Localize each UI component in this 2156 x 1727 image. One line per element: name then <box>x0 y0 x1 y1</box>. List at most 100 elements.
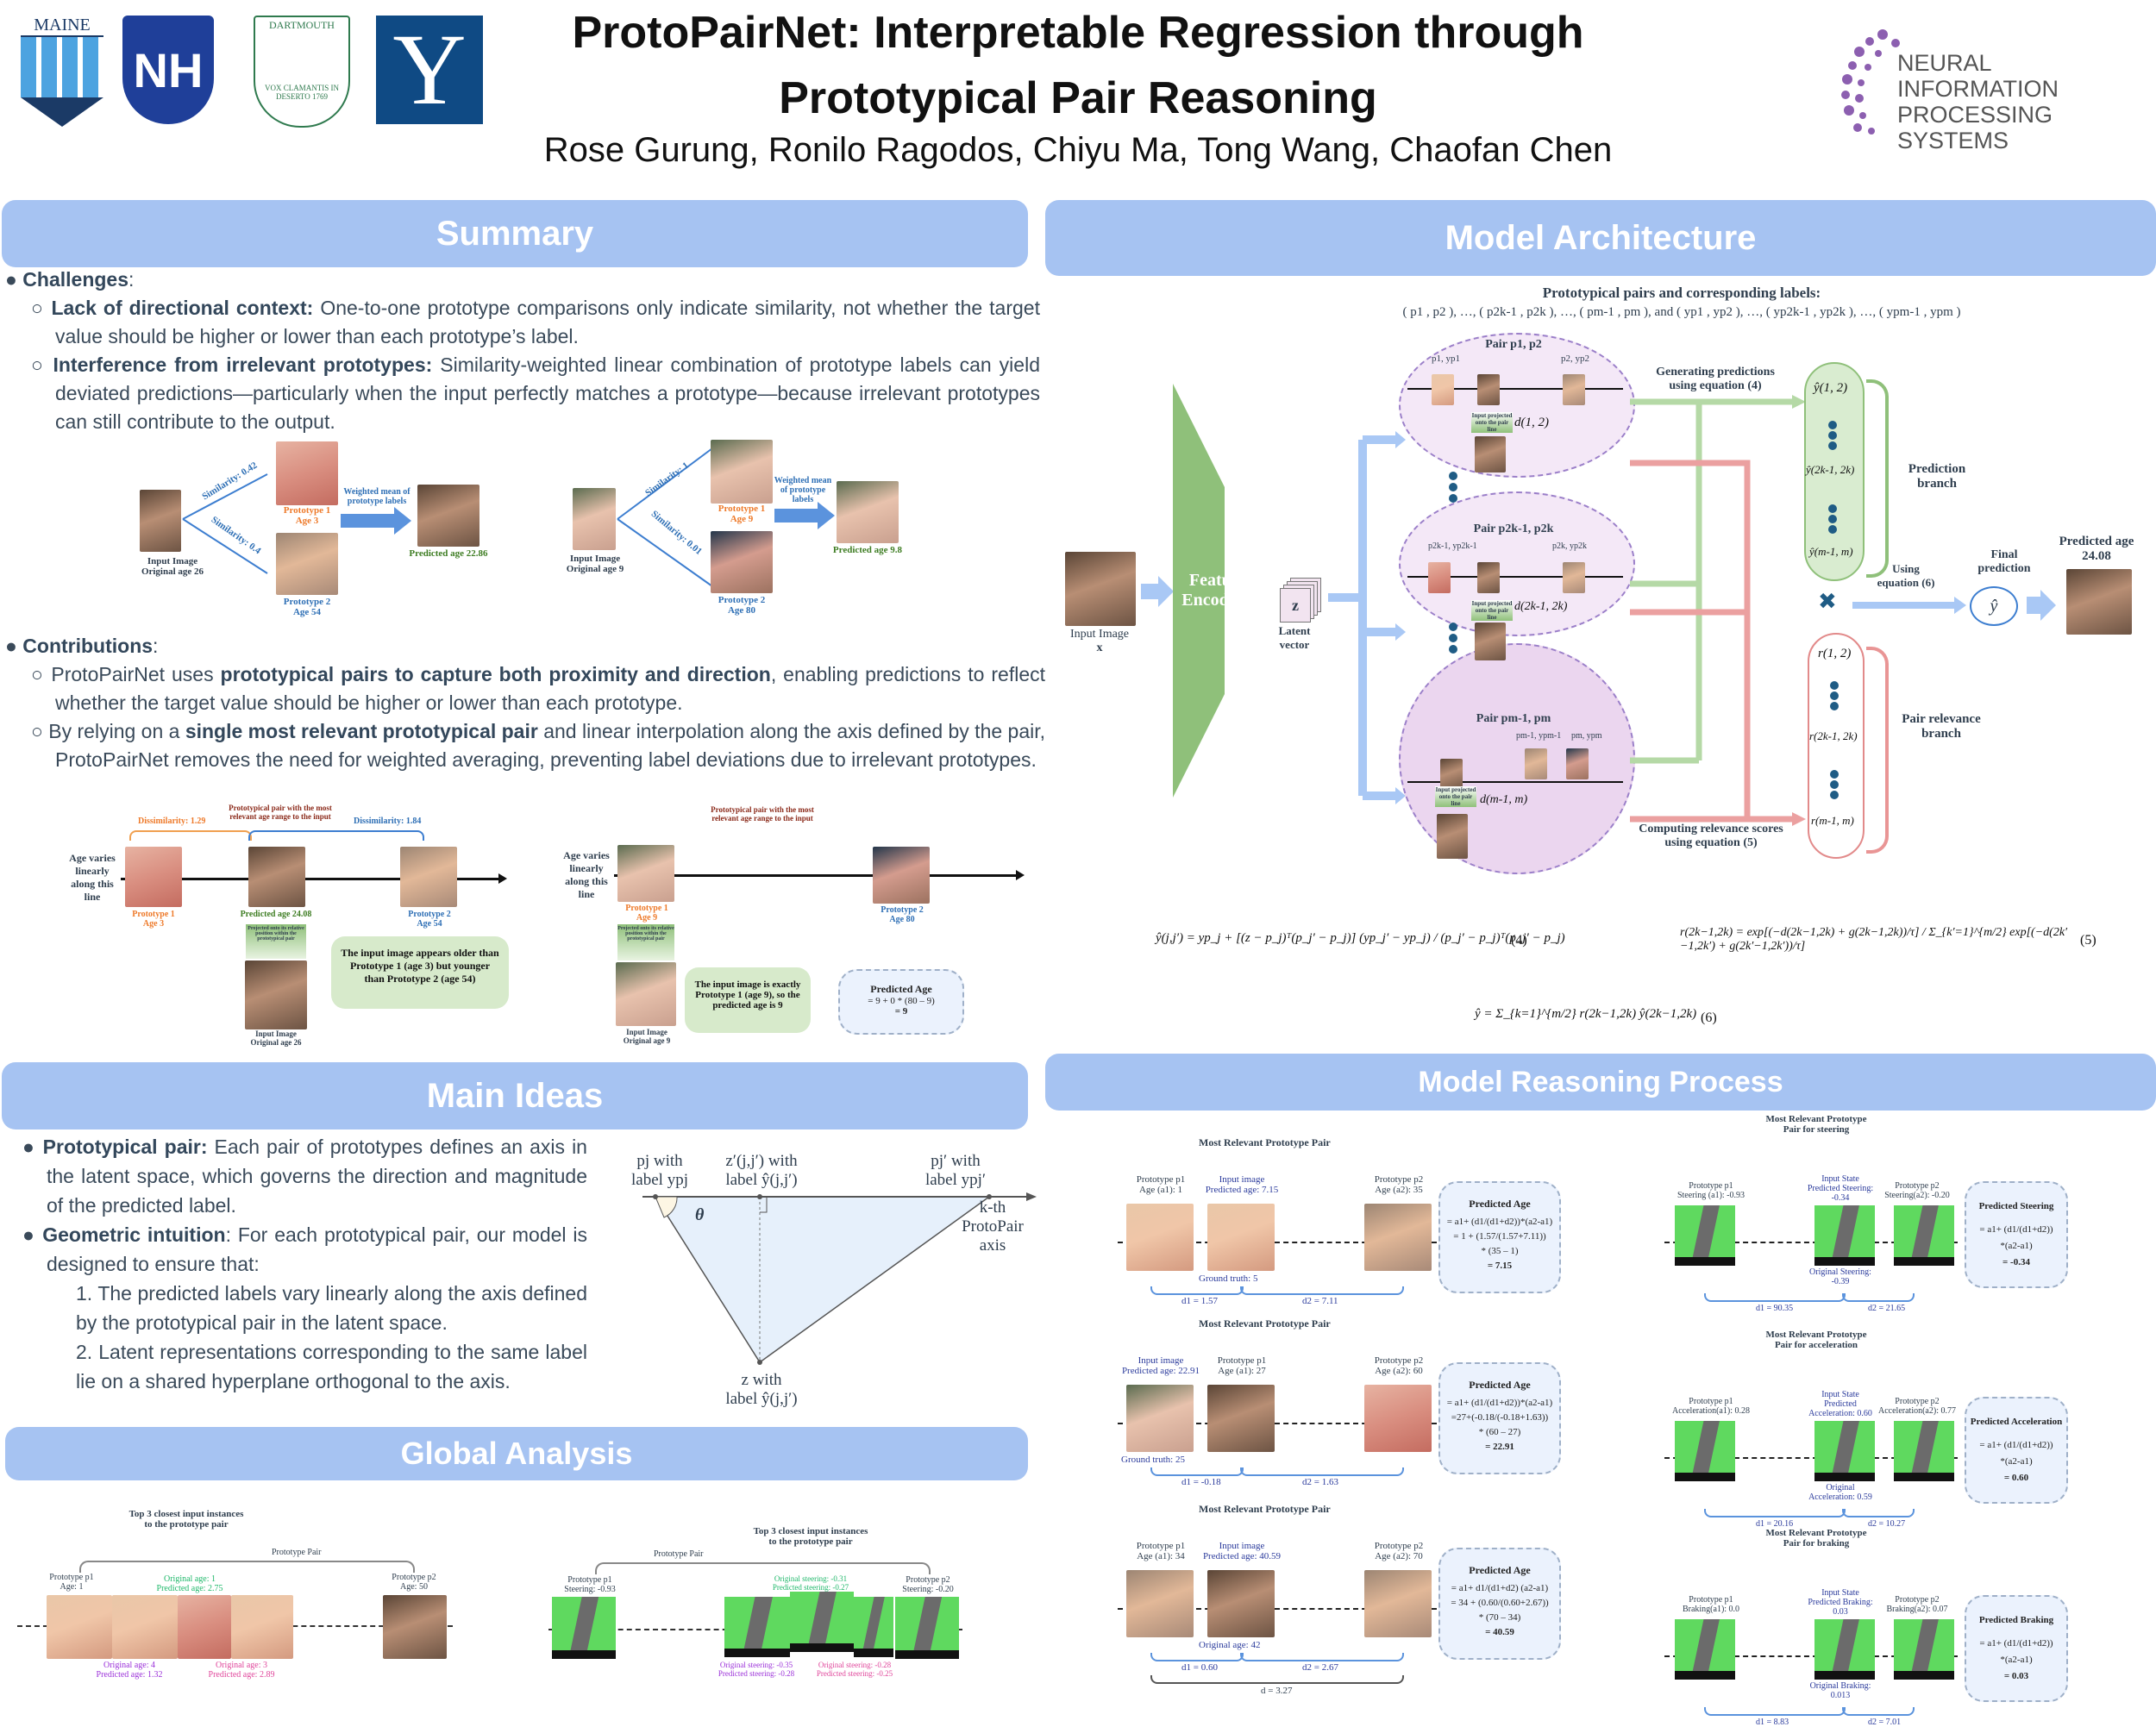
pair-1-projected: Input projected onto the pair line <box>1471 412 1513 433</box>
input-state-image <box>1814 1619 1875 1680</box>
final-prediction-label: Final prediction <box>1977 548 2031 575</box>
age-axis-line <box>614 874 1018 877</box>
calc-line: = a1+ (d1/(d1+d2))*(a2-a1) <box>1446 1398 1553 1408</box>
d1-label: d1 = 90.35 <box>1756 1304 1794 1313</box>
relevance-brace <box>1866 647 1889 854</box>
ellipsis-dot-icon <box>1449 634 1457 642</box>
input-image <box>1207 1204 1275 1271</box>
pair-m-proto2-image <box>1566 748 1589 779</box>
challenge-bold: Interference from irrelevant prototypes: <box>53 354 433 376</box>
right-arrow-head-icon <box>394 507 411 535</box>
challenges-heading: ● Challenges: <box>5 268 135 291</box>
top3-note: Top 3 closest input instances to the pro… <box>753 1526 868 1547</box>
prototype-pair-brace <box>595 1562 931 1574</box>
prediction-branch-label: Prediction branch <box>1908 462 1966 491</box>
example-title: Most Relevant Prototype Pair <box>1199 1503 1331 1515</box>
input-face-image <box>573 488 616 550</box>
d-brace <box>1150 1675 1404 1684</box>
pair-note: Prototypical pair with the most relevant… <box>229 804 332 821</box>
d1-brace <box>1150 1653 1244 1661</box>
predicted-face-image <box>248 847 305 907</box>
ellipsis-dot-icon <box>1830 780 1839 789</box>
yale-logo-text: Y <box>392 13 467 126</box>
input-state-image <box>1814 1205 1875 1266</box>
pair-m-input-image <box>1440 759 1463 790</box>
pair-2k-input-image <box>1477 562 1500 593</box>
calc-line: *(a2-a1) <box>2000 1456 2033 1467</box>
pair-2k-title: Pair p2k-1, p2k <box>1473 522 1554 535</box>
instance-state <box>854 1597 893 1657</box>
neurips-line-2: PROCESSING SYSTEMS <box>1897 102 2053 153</box>
dartmouth-logo-text: DARTMOUTH <box>269 19 335 31</box>
pair-2k-right-label: p2k, yp2k <box>1552 541 1587 551</box>
pair-1-projected-image <box>1475 436 1506 472</box>
feature-encoder-label: Feature Encoder f <box>1181 571 1254 610</box>
d1-brace <box>1704 1293 1846 1302</box>
generating-predictions-label: Generating predictions using equation (4… <box>1656 366 1775 392</box>
prototype-1-image <box>125 847 182 907</box>
input-face-image <box>616 962 676 1026</box>
arrow-head-icon <box>1954 597 1966 614</box>
pair-circle-m <box>1399 643 1635 874</box>
ellipsis-dot-icon <box>1830 691 1839 700</box>
relevance-item: r(2k-1, 2k) <box>1809 729 1858 742</box>
title-line-2: Prototypical Pair Reasoning <box>779 73 1377 123</box>
calc-line: Predicted Acceleration <box>1970 1417 2063 1427</box>
computing-relevance-label: Computing relevance scores using equatio… <box>1639 823 1783 849</box>
instance-state <box>790 1592 854 1652</box>
pair-1-right-label: p2, yp2 <box>1561 354 1589 364</box>
calc-line: Predicted Steering <box>1978 1201 2054 1211</box>
pair-1-title: Pair p1, p2 <box>1485 338 1542 351</box>
idea-numbered: 2. Latent representations corresponding … <box>76 1341 587 1392</box>
relevance-branch-label: Pair relevance branch <box>1902 712 1981 741</box>
unh-logo-text: NH <box>133 42 204 97</box>
input-face-image <box>140 490 181 552</box>
prediction-branch-box <box>1804 362 1865 581</box>
calc-line: = a1+ (d1/(d1+d2)) <box>1979 1638 2053 1649</box>
calc-line: Predicted Age <box>1469 1198 1531 1210</box>
d2-brace <box>1240 1286 1404 1295</box>
relevance-item: r(m-1, m) <box>1811 814 1854 827</box>
example-title: Most Relevant Prototype Pair for acceler… <box>1765 1330 1867 1350</box>
dissimilarity-1-brace <box>129 830 252 841</box>
prototype-p1-image <box>47 1595 112 1659</box>
input-image <box>1065 552 1136 626</box>
predicted-age-calculation: Predicted Age= a1+ (d1/(d1+d2))*(a2-a1)=… <box>1438 1362 1561 1474</box>
prediction-item: ŷ(2k-1, 2k) <box>1806 463 1855 476</box>
ellipsis-dot-icon <box>1830 770 1839 779</box>
section-header-global-analysis: Global Analysis <box>5 1427 1028 1480</box>
contributions-label: Contributions <box>22 635 154 657</box>
multiply-icon: ✖ <box>1818 589 1837 614</box>
predicted-caption: Predicted age 22.86 <box>409 548 488 559</box>
input-caption: Input State Predicted Braking: 0.03 <box>1808 1588 1873 1617</box>
d2-label: d2 = 7.11 <box>1302 1296 1338 1306</box>
theta-label: θ <box>695 1205 705 1224</box>
neurips-dots-icon <box>1841 29 1900 135</box>
predicted-value-calculation: Predicted Steering= a1+ (d1/(d1+d2))*(a2… <box>1965 1181 2068 1288</box>
d2-label: d2 = 21.65 <box>1868 1304 1906 1313</box>
pair-1-proto2-image <box>1563 374 1585 405</box>
challenges-block: ● Challenges: ○ Lack of directional cont… <box>5 266 1040 436</box>
ellipsis-dot-icon <box>1830 681 1839 690</box>
ellipsis-dot-icon <box>1828 525 1837 534</box>
poster-title: ProtoPairNet: Interpretable Regression t… <box>483 0 1673 131</box>
unh-logo: NH <box>122 16 214 124</box>
geometry-triangle <box>642 1192 1037 1365</box>
calc-line: =27+(-0.18/(-0.18+1.63)) <box>1451 1412 1549 1423</box>
pair-1-proto1-image <box>1432 374 1454 405</box>
predicted-caption: Predicted age 9.8 <box>832 545 903 555</box>
input-state-image <box>1814 1421 1875 1481</box>
ellipsis-dot-icon <box>1449 483 1457 491</box>
ellipsis-dot-icon <box>1449 472 1457 480</box>
